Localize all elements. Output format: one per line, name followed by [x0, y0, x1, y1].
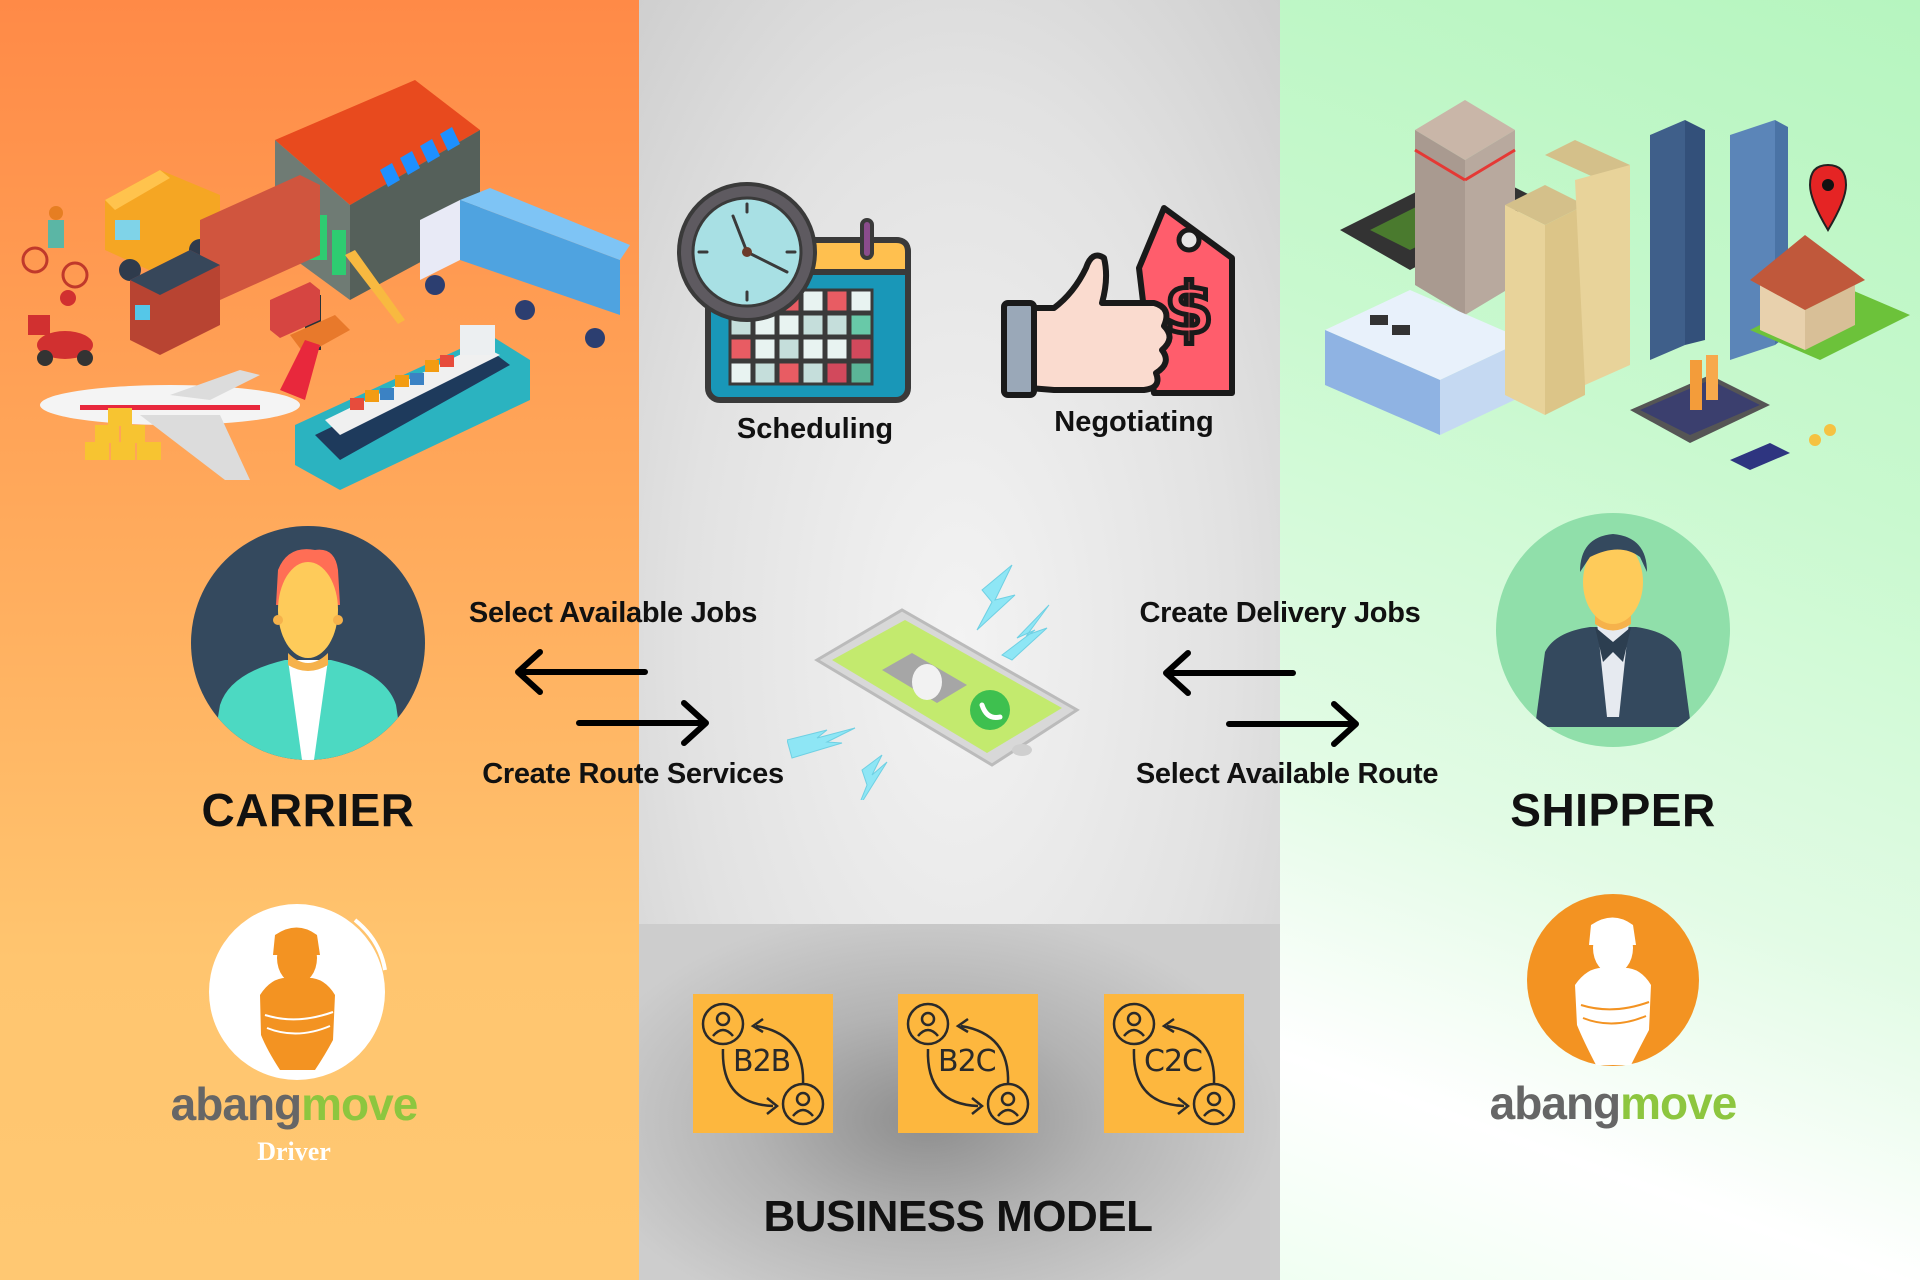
flow-label-create-route-services: Create Route Services	[482, 758, 784, 790]
arrow-right-icon	[1226, 701, 1359, 747]
abangmove-driver-logo-icon	[209, 904, 387, 1080]
arrow-left-icon	[515, 649, 648, 695]
brand-part1: abang	[1489, 1077, 1621, 1129]
carrier-brand-logo: abangmove	[170, 1077, 419, 1131]
shipper-brand-logo: abangmove	[1489, 1076, 1738, 1130]
business-model-b2c: B2C	[898, 994, 1038, 1133]
model-label: B2B	[733, 1044, 791, 1079]
logistics-transport-icon	[21, 80, 630, 490]
arrow-right-icon	[576, 700, 709, 746]
shipper-avatar-icon	[1496, 513, 1730, 747]
brand-part2: move	[301, 1078, 418, 1130]
model-label: B2C	[938, 1044, 997, 1079]
business-model-title: BUSINESS MODEL	[763, 1192, 1153, 1241]
business-model-section: B2B B2C C2C	[639, 924, 1280, 1280]
flow-label-create-delivery-jobs: Create Delivery Jobs	[1139, 597, 1421, 629]
carrier-avatar-icon	[191, 526, 425, 760]
center-panel: Scheduling $ Negotiating	[639, 0, 1280, 1280]
user-exchange-icon	[1112, 1002, 1236, 1126]
shipper-panel: SHIPPER abangmove	[1280, 0, 1920, 1280]
city-buildings-icon	[1325, 100, 1910, 470]
feature-label-negotiating: Negotiating	[1054, 406, 1214, 438]
carrier-panel: CARRIER abangmove Driver	[0, 0, 639, 1280]
flow-label-select-available-jobs: Select Available Jobs	[468, 597, 758, 629]
feature-label-scheduling: Scheduling	[736, 413, 894, 445]
carrier-logo-subtitle: Driver	[257, 1137, 331, 1166]
shipper-role-title: SHIPPER	[1510, 784, 1716, 836]
smartphone-call-icon	[787, 564, 1080, 800]
carrier-role-title: CARRIER	[201, 784, 415, 836]
abangmove-logo-icon	[1527, 894, 1699, 1066]
user-exchange-icon	[906, 1002, 1030, 1126]
user-exchange-icon	[701, 1002, 825, 1126]
brand-part1: abang	[170, 1078, 302, 1130]
calendar-clock-icon	[677, 182, 911, 403]
thumbs-up-price-tag-icon: $	[1001, 205, 1235, 398]
brand-part2: move	[1620, 1077, 1737, 1129]
business-model-b2b: B2B	[693, 994, 833, 1133]
business-model-c2c: C2C	[1104, 994, 1244, 1133]
model-label: C2C	[1144, 1044, 1203, 1079]
flow-label-select-available-route: Select Available Route	[1135, 758, 1439, 790]
arrow-left-icon	[1163, 650, 1296, 696]
